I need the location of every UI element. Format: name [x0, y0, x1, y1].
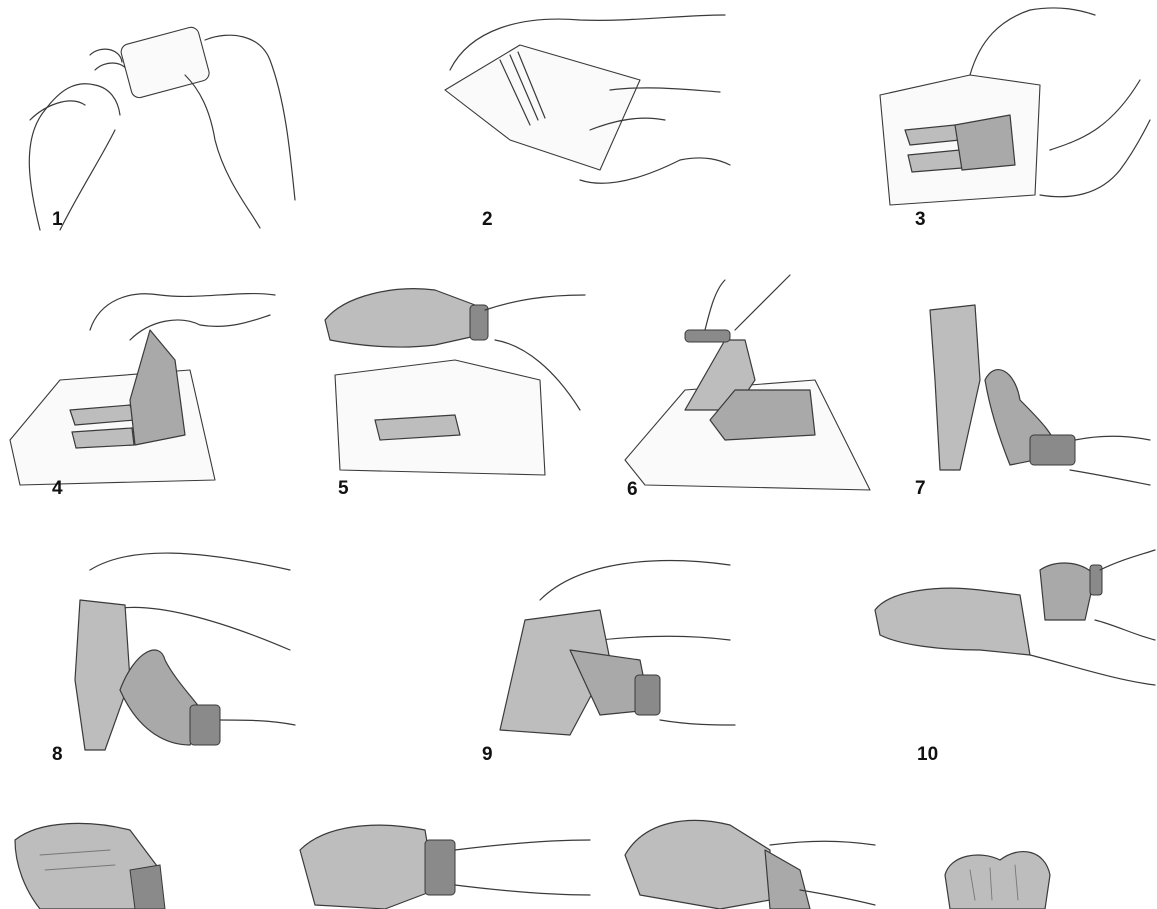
step-number: 3 — [915, 210, 926, 229]
lifting-first-glove-by-cuff-illustration — [0, 270, 290, 500]
step-number: 6 — [627, 480, 638, 499]
step-number: 9 — [482, 745, 493, 764]
step-number: 5 — [338, 479, 349, 498]
pulling-second-glove-on-illustration — [480, 540, 740, 770]
step-6-panel: 6 — [615, 270, 875, 500]
first-glove-on-hand-illustration — [315, 270, 595, 500]
step-number: 2 — [482, 210, 493, 229]
step-4-panel: 4 — [0, 270, 290, 500]
step-1-panel: 1 — [0, 0, 320, 240]
gloved-fingers-under-second-cuff-illustration — [615, 270, 875, 500]
step-7-panel: 7 — [900, 270, 1157, 500]
step-14-panel — [930, 840, 1080, 909]
adjusting-glove-fit-illustration — [295, 810, 595, 909]
step-number: 1 — [52, 210, 63, 229]
step-5-panel: 5 — [315, 270, 595, 500]
step-2-panel: 2 — [430, 0, 740, 240]
step-3-panel: 3 — [860, 0, 1157, 240]
step-10-panel: 10 — [870, 540, 1157, 770]
step-number: 10 — [917, 745, 938, 764]
step-number: 7 — [915, 479, 926, 498]
peeling-outer-wrapper-illustration — [430, 0, 740, 240]
step-number: 4 — [52, 479, 63, 498]
step-number: 8 — [52, 745, 63, 764]
hands-opening-glove-package-illustration — [0, 0, 320, 240]
step-9-panel: 9 — [480, 540, 740, 770]
step-11-panel — [0, 810, 260, 909]
holding-second-glove-illustration — [900, 270, 1157, 500]
adjusting-fingers-illustration — [0, 810, 260, 909]
unrolling-cuff-over-wrist-illustration — [870, 540, 1157, 770]
inserting-second-hand-illustration — [0, 540, 300, 770]
step-8-panel: 8 — [0, 540, 300, 770]
smoothing-cuff-illustration — [620, 810, 880, 909]
step-13-panel — [620, 810, 880, 909]
gloved-hands-clasped-illustration — [930, 840, 1080, 909]
unfolding-inner-wrapper-illustration — [860, 0, 1157, 240]
step-12-panel — [295, 810, 595, 909]
